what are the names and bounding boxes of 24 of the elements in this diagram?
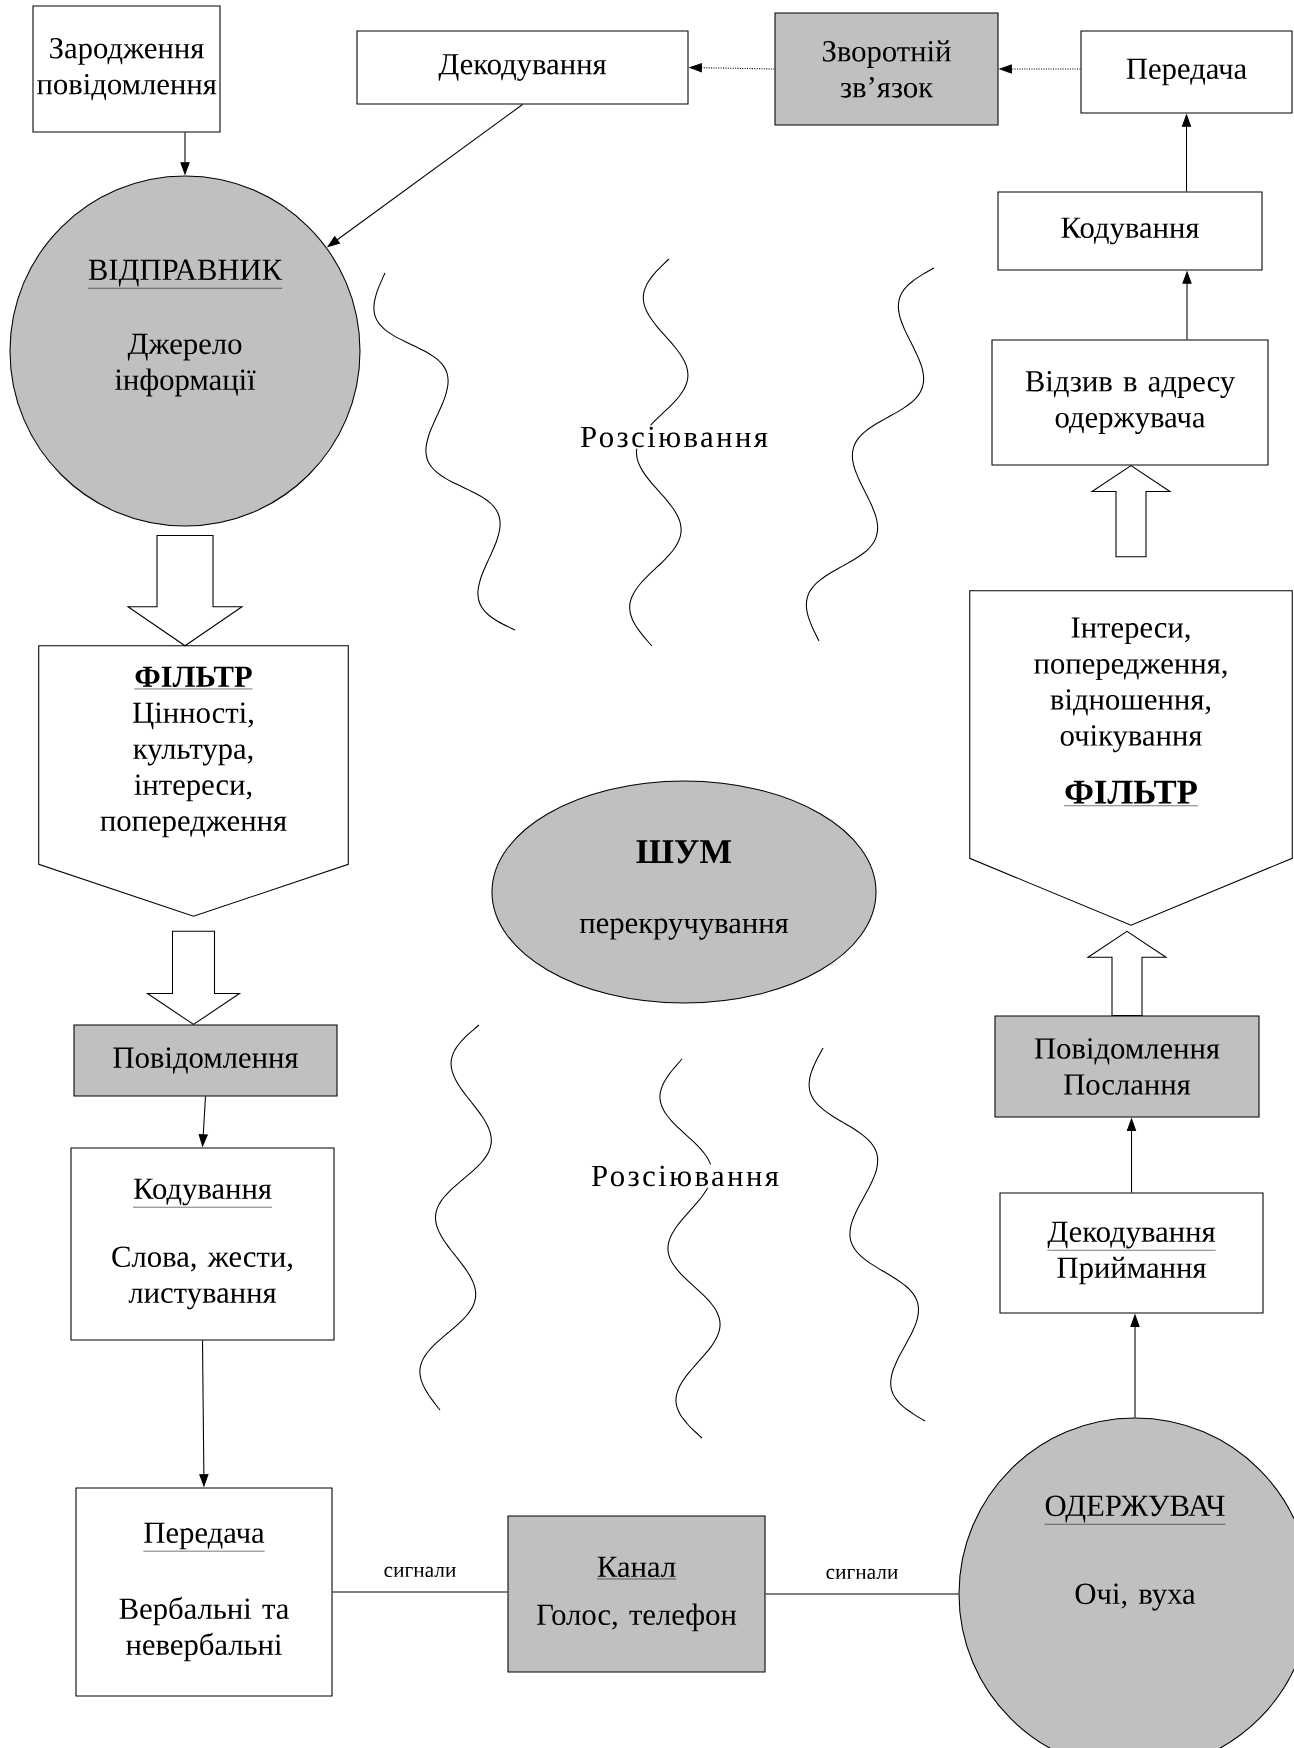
process-box: Канал Голос, телефон (507, 1515, 766, 1673)
process-box: Кодування (997, 191, 1263, 271)
process-box: Відзив в адресу одержувача (991, 339, 1269, 466)
edge-label: сигнали (826, 1568, 898, 1580)
connector-line (765, 1593, 959, 1595)
edge-label: сигнали (384, 1566, 456, 1578)
process-box: Зворотній зв’язок (774, 12, 999, 126)
circle-node: ОДЕРЖУВАЧ Очі, вуха (958, 1417, 1294, 1748)
process-box: Передача Вербальні та невербальні (75, 1487, 333, 1697)
block-arrow (126, 535, 244, 647)
block-arrow (1086, 930, 1168, 1016)
block-arrow (1090, 464, 1172, 558)
connector-line (332, 1591, 508, 1593)
process-box: Повідомлення Послання (994, 1015, 1260, 1118)
process-box: Декодування Приймання (999, 1192, 1264, 1314)
process-box: Повідомлення (73, 1024, 338, 1097)
block-arrow (145, 930, 242, 1026)
process-box: Кодування Слова, жести, листування (70, 1147, 335, 1341)
process-box: Передача (1080, 30, 1293, 114)
process-box: Декодування (356, 30, 689, 105)
circle-node: ВІДПРАВНИК Джерело інформації (9, 175, 361, 527)
scatter-label: Розсіювання (578, 425, 770, 449)
scatter-label: Розсіювання (589, 1164, 781, 1188)
process-box: Зародження повідомлення (32, 5, 221, 133)
